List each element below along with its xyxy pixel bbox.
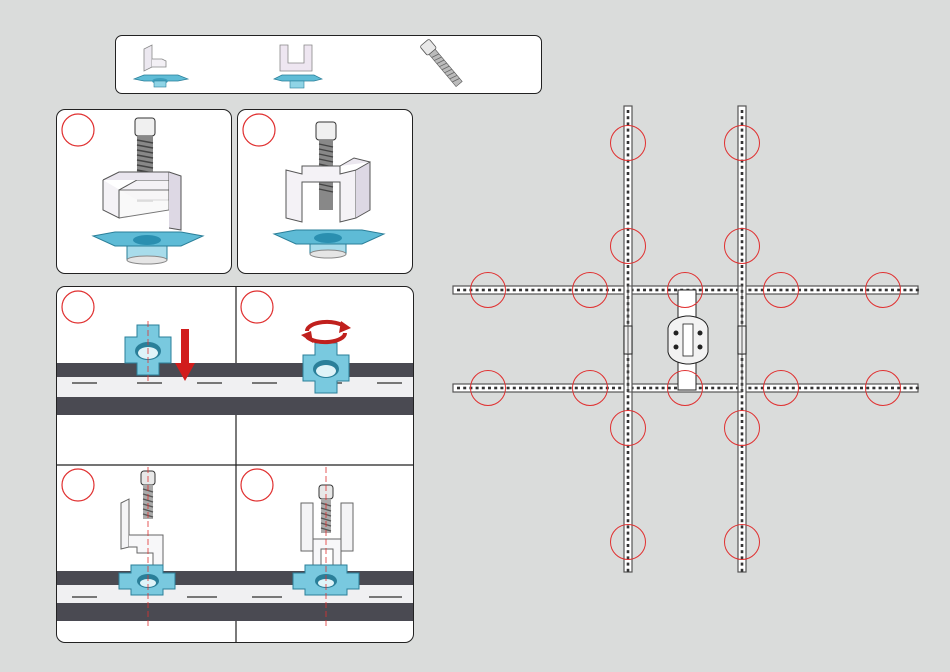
clamp-position-marker xyxy=(725,411,760,446)
step-number-circle xyxy=(62,114,94,146)
step-number-circle xyxy=(243,114,275,146)
step-1-panel xyxy=(56,109,232,274)
clamp-position-marker xyxy=(725,126,760,161)
step-6-cell xyxy=(236,467,414,627)
step-number-circle xyxy=(241,469,273,501)
step-number-circle xyxy=(62,291,94,323)
clamp-position-marker xyxy=(725,525,760,560)
step-number-circle xyxy=(241,291,273,323)
end-clamp-icon xyxy=(103,172,181,230)
end-clamp-icon xyxy=(121,499,163,569)
rotate-arrow-icon xyxy=(301,321,351,343)
clamp-position-marker xyxy=(764,371,799,406)
clamp-position-marker xyxy=(668,273,703,308)
parts-legend-bar xyxy=(115,35,542,94)
clamp-position-marker xyxy=(573,371,608,406)
mid-clamp-icon xyxy=(274,45,322,88)
step-number-circle xyxy=(62,469,94,501)
clamp-position-marker xyxy=(611,126,646,161)
clamp-position-marker xyxy=(573,273,608,308)
steps-3-6-panel xyxy=(56,286,414,643)
step-4-cell xyxy=(236,291,414,415)
horizontal-rail xyxy=(453,384,919,392)
clamp-position-marker xyxy=(611,411,646,446)
end-clamp-icon xyxy=(134,45,188,87)
clamp-position-marker xyxy=(611,229,646,264)
step-5-cell xyxy=(57,467,236,627)
step-2-panel xyxy=(237,109,413,274)
vertical-rail xyxy=(624,106,632,572)
center-bracket xyxy=(668,290,708,390)
clamp-base-icon xyxy=(274,230,384,258)
clamp-position-marker xyxy=(866,371,901,406)
clamp-position-marker xyxy=(866,273,901,308)
clamp-position-marker xyxy=(471,273,506,308)
clamp-base-icon xyxy=(93,232,203,264)
clamp-position-marker xyxy=(471,371,506,406)
clamp-position-marker xyxy=(764,273,799,308)
horizontal-rail xyxy=(453,286,919,294)
clamp-position-marker xyxy=(668,371,703,406)
clamp-position-marker xyxy=(725,229,760,264)
bolt-icon xyxy=(420,39,464,88)
vertical-rail xyxy=(738,106,746,572)
clamp-position-marker xyxy=(611,525,646,560)
step-3-cell xyxy=(57,291,236,415)
